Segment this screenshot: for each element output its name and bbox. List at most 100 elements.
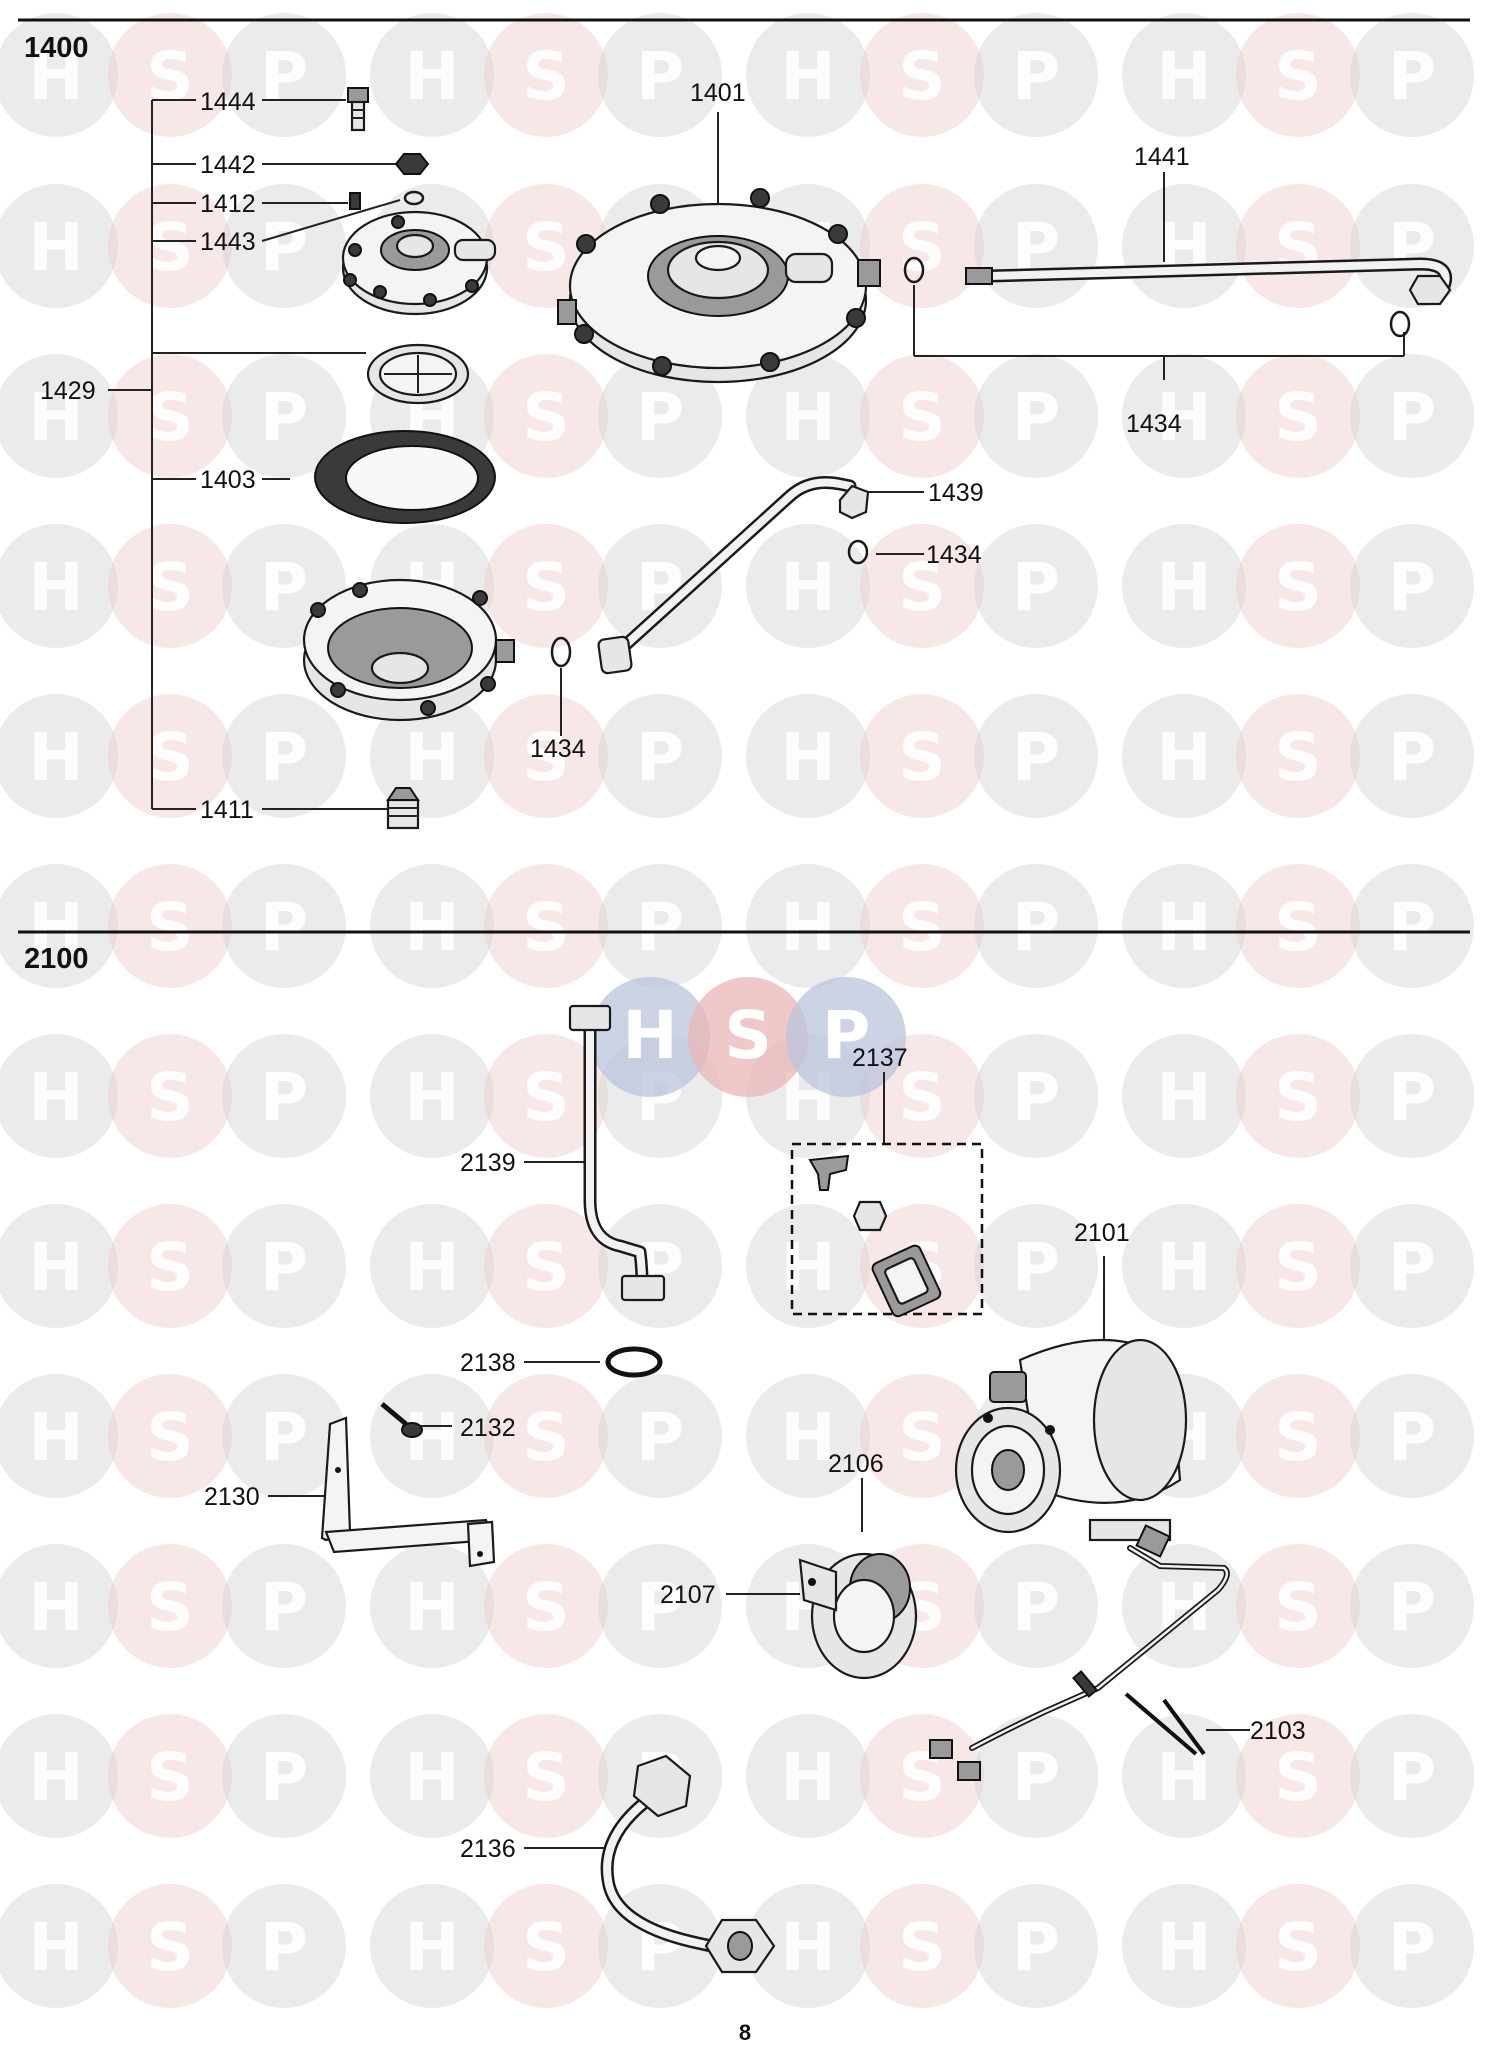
- watermark-circle: [0, 864, 118, 988]
- watermark-letter: H: [28, 38, 83, 115]
- watermark-letter: S: [522, 209, 570, 286]
- watermark-circle: [746, 864, 870, 988]
- callout-1443: 1443: [200, 228, 256, 256]
- watermark-letter: P: [260, 1399, 308, 1476]
- watermark-letter: P: [260, 1569, 308, 1646]
- watermark-letter: P: [260, 1059, 308, 1136]
- watermark-letter: P: [260, 38, 308, 115]
- watermark-circle: [1236, 1204, 1360, 1328]
- logo-letter-h: H: [622, 997, 677, 1074]
- callout-1434-b: 1434: [926, 541, 982, 569]
- watermark-letter: H: [404, 1229, 459, 1306]
- watermark-letter: S: [1274, 719, 1322, 796]
- watermark-letter: S: [1274, 379, 1322, 456]
- watermark-letter: S: [146, 1399, 194, 1476]
- watermark-circle: [1236, 1544, 1360, 1668]
- watermark-circle: [108, 1884, 232, 2008]
- watermark-circle: [0, 1034, 118, 1158]
- watermark-letter: H: [404, 1059, 459, 1136]
- watermark-circle: [746, 13, 870, 137]
- watermark-letter: P: [1388, 1569, 1436, 1646]
- watermark-circle: [108, 1714, 232, 1838]
- watermark-letter: H: [1156, 1059, 1211, 1136]
- watermark-letter: H: [780, 1229, 835, 1306]
- watermark-circle: [108, 524, 232, 648]
- callout-2107: 2107: [660, 1581, 716, 1609]
- watermark-circle: [1122, 1204, 1246, 1328]
- watermark-circle: [484, 1544, 608, 1668]
- watermark-letter: S: [1274, 1739, 1322, 1816]
- watermark-letter: S: [898, 889, 946, 966]
- part-1403-diaphragm: [314, 430, 496, 524]
- watermark-letter: H: [404, 889, 459, 966]
- watermark-circle: [974, 864, 1098, 988]
- watermark-letter: H: [1156, 38, 1211, 115]
- watermark-circle: [222, 694, 346, 818]
- watermark-circle: [1350, 1034, 1474, 1158]
- callout-1403: 1403: [200, 466, 256, 494]
- watermark-circle: [370, 1544, 494, 1668]
- watermark-letter: H: [28, 889, 83, 966]
- watermark-circle: [0, 13, 118, 137]
- watermark-circle: [370, 1204, 494, 1328]
- watermark-letter: H: [780, 379, 835, 456]
- watermark-letter: S: [1274, 209, 1322, 286]
- watermark-circle: [108, 1544, 232, 1668]
- callout-1441: 1441: [1134, 143, 1190, 171]
- watermark-circle: [598, 524, 722, 648]
- watermark-letter: S: [146, 38, 194, 115]
- part-2138-oring: [605, 1346, 663, 1378]
- watermark-circle: [860, 184, 984, 308]
- watermark-letter: H: [780, 38, 835, 115]
- watermark-letter: P: [260, 549, 308, 626]
- watermark-circle: [222, 13, 346, 137]
- part-2137-kit: [790, 1142, 984, 1318]
- watermark-letter: S: [522, 549, 570, 626]
- watermark-letter: P: [1388, 1229, 1436, 1306]
- watermark-letter: P: [1388, 1059, 1436, 1136]
- watermark-circle: [1236, 13, 1360, 137]
- watermark-circle: [0, 184, 118, 308]
- watermark-circle: [1122, 1034, 1246, 1158]
- watermark-circle: [222, 1374, 346, 1498]
- watermark-circle: [370, 1884, 494, 2008]
- watermark-circle: [1122, 354, 1246, 478]
- watermark-circle: [1350, 1884, 1474, 2008]
- watermark-letter: S: [1274, 1399, 1322, 1476]
- watermark-letter: H: [28, 379, 83, 456]
- part-2136-pipe: [600, 1754, 776, 1974]
- callout-2130: 2130: [204, 1483, 260, 1511]
- watermark-circle: [974, 694, 1098, 818]
- watermark-circle: [746, 524, 870, 648]
- part-1443-washer: [403, 190, 425, 206]
- watermark-letter: S: [898, 719, 946, 796]
- watermark-circle: [974, 524, 1098, 648]
- page-number: 8: [739, 2020, 751, 2045]
- part-1439-pipe: [597, 476, 870, 675]
- watermark-circle: [370, 1374, 494, 1498]
- watermark-circle: [370, 1034, 494, 1158]
- watermark-letter: P: [260, 1739, 308, 1816]
- callout-1401: 1401: [690, 79, 746, 107]
- watermark-letter: P: [1012, 719, 1060, 796]
- watermark-circle: [746, 1374, 870, 1498]
- watermark-letter: H: [28, 1739, 83, 1816]
- watermark-circle: [746, 1884, 870, 2008]
- callout-2137: 2137: [852, 1044, 908, 1072]
- watermark-circle: [1122, 694, 1246, 818]
- watermark-circle: [860, 1374, 984, 1498]
- watermark-letter: S: [522, 889, 570, 966]
- callout-2138: 2138: [460, 1349, 516, 1377]
- watermark-letter: S: [522, 1739, 570, 1816]
- watermark-circle: [0, 354, 118, 478]
- watermark-letter: P: [1012, 1229, 1060, 1306]
- callout-2106: 2106: [828, 1450, 884, 1478]
- watermark-letter: S: [146, 719, 194, 796]
- watermark-letter: P: [636, 379, 684, 456]
- watermark-letter: P: [260, 379, 308, 456]
- watermark-letter: H: [1156, 1909, 1211, 1986]
- watermark-letter: S: [522, 1059, 570, 1136]
- watermark-circle: [222, 864, 346, 988]
- watermark-letter: P: [636, 719, 684, 796]
